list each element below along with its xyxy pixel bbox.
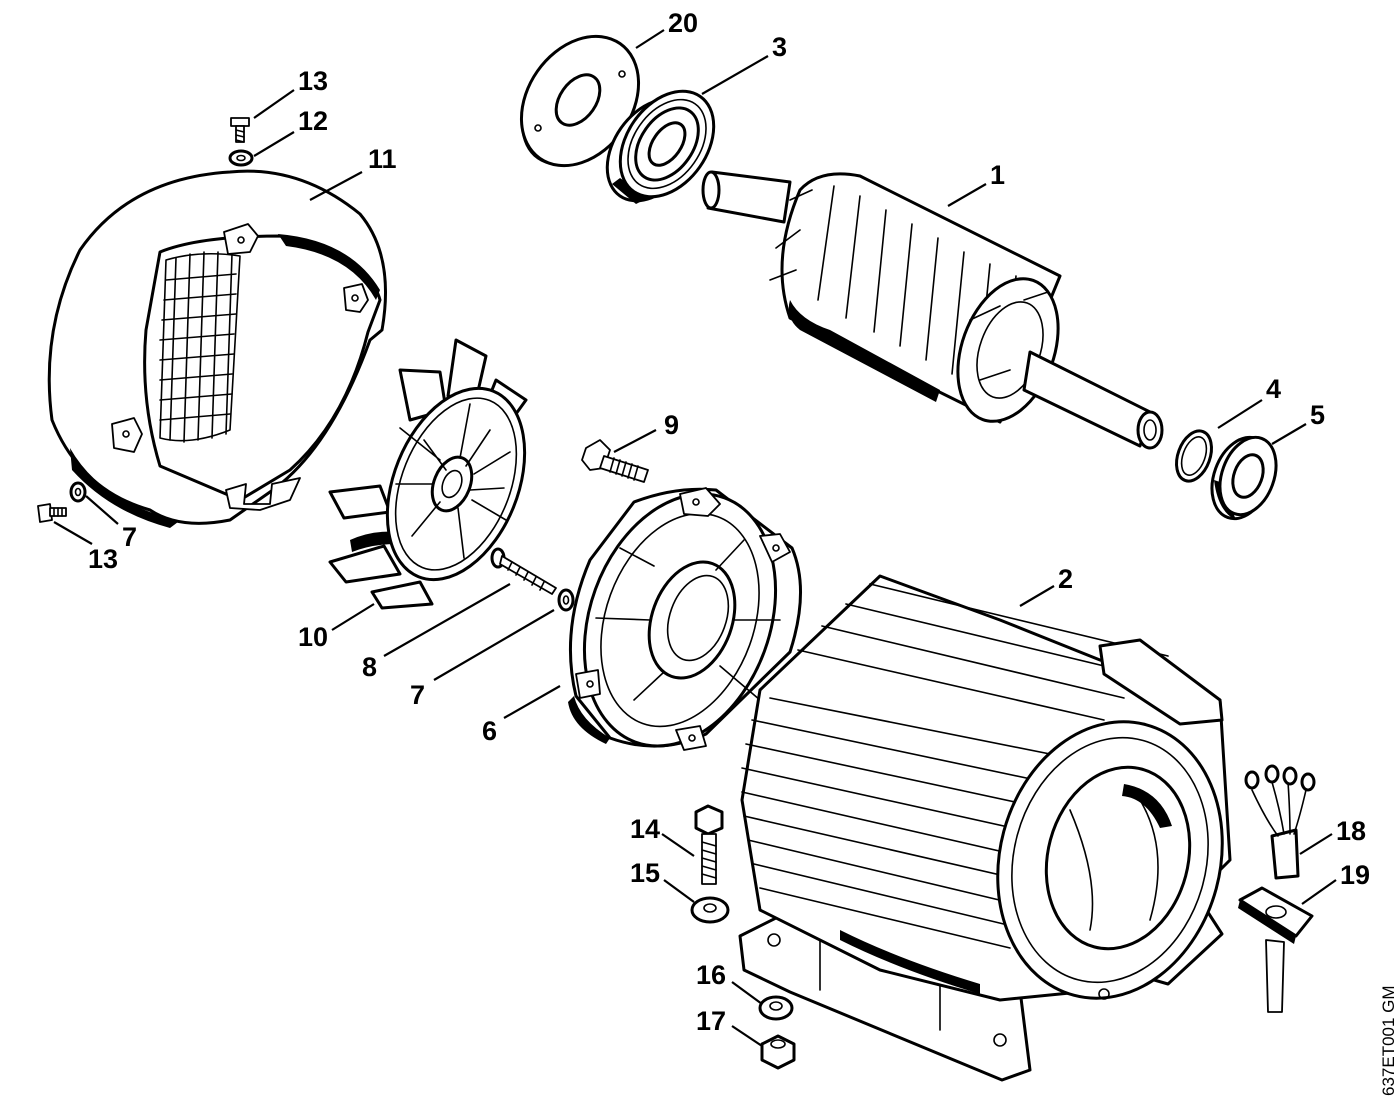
part-11-fan-cover bbox=[47, 169, 387, 528]
part-17-nut bbox=[760, 1034, 796, 1070]
part-3-ball-bearing bbox=[605, 89, 716, 204]
part-10-fan-impeller bbox=[328, 338, 528, 610]
callout-20: 20 bbox=[668, 8, 698, 38]
callout-7-left: 7 bbox=[122, 522, 137, 552]
part-16-washer bbox=[758, 995, 794, 1021]
callout-2: 2 bbox=[1058, 564, 1073, 594]
part-5-shaft-seal bbox=[1210, 435, 1278, 521]
callout-labels: 20 3 1 4 5 13 12 11 9 7 13 10 8 7 6 2 14… bbox=[88, 8, 1370, 1036]
part-7-lock-washer-centre bbox=[557, 588, 575, 612]
callout-16: 16 bbox=[696, 960, 726, 990]
callout-7-centre: 7 bbox=[410, 680, 425, 710]
callout-12: 12 bbox=[298, 106, 328, 136]
part-15-washer bbox=[690, 896, 730, 924]
callout-3: 3 bbox=[772, 32, 787, 62]
part-9-bolt bbox=[581, 439, 649, 483]
part-4-o-ring bbox=[1175, 429, 1213, 483]
callout-15: 15 bbox=[630, 858, 660, 888]
part-7-lock-washer-left bbox=[69, 481, 87, 503]
callout-4: 4 bbox=[1266, 374, 1281, 404]
callout-1: 1 bbox=[990, 160, 1005, 190]
callout-19: 19 bbox=[1340, 860, 1370, 890]
part-14-bolt bbox=[694, 804, 724, 885]
leader-lines bbox=[53, 29, 1337, 1047]
part-19-grommet bbox=[1238, 886, 1314, 1013]
callout-11: 11 bbox=[368, 144, 397, 174]
part-6-end-shield bbox=[568, 487, 803, 751]
callout-17: 17 bbox=[696, 1006, 726, 1036]
drawing-code: 637ET001 GM bbox=[1379, 985, 1398, 1096]
part-2-stator-housing bbox=[738, 574, 1232, 1082]
part-13-bolt-left bbox=[37, 503, 67, 523]
callout-5: 5 bbox=[1310, 400, 1325, 430]
part-12-washer bbox=[228, 149, 254, 167]
callout-8: 8 bbox=[362, 652, 377, 682]
part-1-rotor bbox=[701, 170, 1164, 450]
callout-18: 18 bbox=[1336, 816, 1366, 846]
callout-13-top: 13 bbox=[298, 66, 328, 96]
callout-6: 6 bbox=[482, 716, 497, 746]
callout-14: 14 bbox=[630, 814, 660, 844]
part-13-bolt-top bbox=[230, 117, 250, 143]
callout-13-left: 13 bbox=[88, 544, 118, 574]
callout-10: 10 bbox=[298, 622, 328, 652]
part-18-cable bbox=[1244, 764, 1316, 880]
callout-9: 9 bbox=[664, 410, 679, 440]
part-8-screw bbox=[490, 547, 557, 595]
